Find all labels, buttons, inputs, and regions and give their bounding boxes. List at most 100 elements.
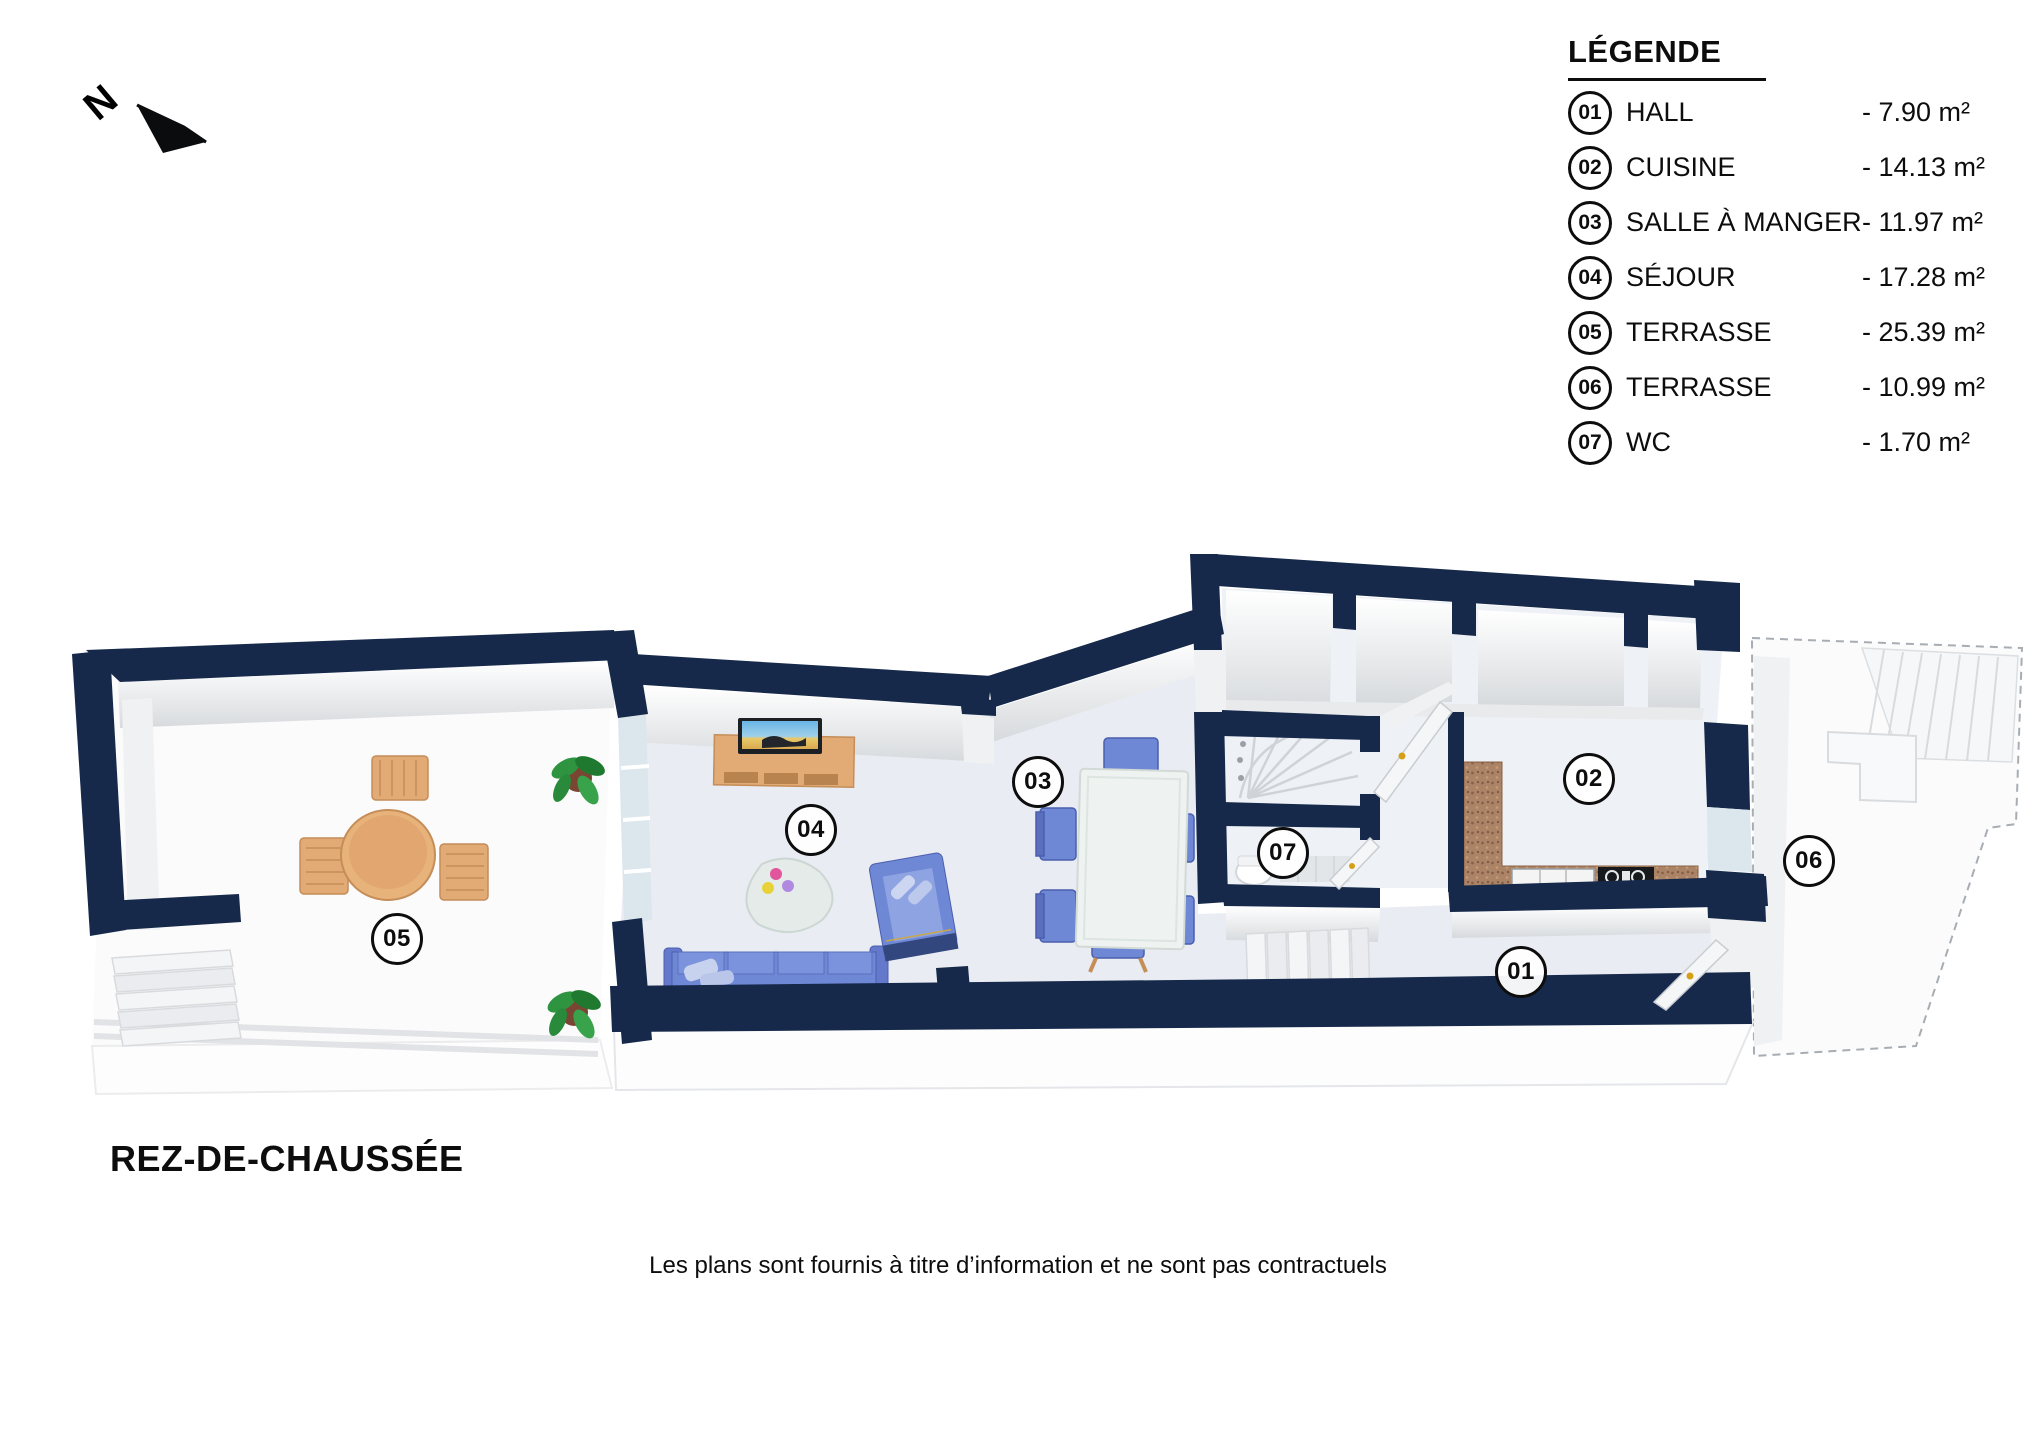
room-label-06: 06 — [1783, 835, 1835, 887]
sofa-pillow-2 — [699, 970, 735, 988]
wall-wc-divider — [1222, 802, 1366, 828]
wall-topright-left — [1190, 554, 1222, 650]
diagonal-wall-face — [990, 636, 1222, 742]
legend-room-name: TERRASSE — [1626, 372, 1772, 402]
terrace-06-parapet — [1827, 730, 1917, 804]
legend-row-06: 06 TERRASSE - 10.99 m² — [1568, 360, 2028, 415]
legend-title: LÉGENDE — [1568, 34, 1722, 69]
north-arrow-dark-half — [137, 105, 206, 153]
wall-closet-stub-3 — [1624, 602, 1648, 648]
terrace-06-left-face — [1754, 656, 1790, 1046]
legend-room-name: SALLE À MANGER — [1626, 207, 1862, 237]
wall-sejour-top — [630, 654, 992, 708]
hall-door-handle — [1686, 972, 1694, 980]
kitchen-door-leaf — [1372, 700, 1454, 804]
wall-kitchen-left — [1448, 712, 1464, 892]
legend-number-badge: 01 — [1568, 90, 1612, 135]
wall-topright-top — [1213, 554, 1728, 620]
armchair — [869, 852, 959, 962]
legend-row-03: 03 SALLE À MANGER- 11.97 m² — [1568, 195, 2028, 250]
legend-number-badge: 04 — [1568, 255, 1612, 300]
legend-room-area: - 7.90 m² — [1862, 97, 1971, 127]
dining-chair-left-2 — [1035, 889, 1077, 943]
terrace-chair-top — [371, 755, 429, 801]
terrace-left-wall-face — [122, 698, 160, 930]
room-label-02: 02 — [1563, 753, 1615, 805]
hall-top-face-right — [1452, 906, 1768, 938]
floor-title: REZ-DE-CHAUSSÉE — [110, 1138, 464, 1179]
wc-door-handle — [1349, 863, 1355, 869]
dining-table — [1074, 767, 1190, 951]
tv-screen — [738, 718, 822, 754]
wall-right-stub-c — [1706, 870, 1766, 922]
terrace-chair-right — [439, 843, 489, 901]
junction-pillar-face — [962, 716, 994, 764]
wall-diagonal — [988, 602, 1224, 708]
wall-closet-stub-1 — [1333, 584, 1356, 630]
wall-kitchen-bottom — [1448, 876, 1768, 912]
wall-wc-right-upper — [1360, 716, 1380, 752]
legend-row-04: 04 SÉJOUR - 17.28 m² — [1568, 250, 2028, 305]
coffee-table — [745, 857, 834, 934]
partition-above-stairs — [1194, 648, 1226, 712]
legend-room-area: - 14.13 m² — [1862, 152, 1986, 182]
wall-wc-right-mid — [1360, 794, 1380, 840]
wall-right-stub-a — [1694, 580, 1740, 652]
terrace-chair-left — [299, 837, 349, 895]
plant-bottom — [547, 990, 601, 1039]
closet-face-1 — [1226, 590, 1332, 712]
legend-room-area: - 1.70 m² — [1862, 427, 1971, 457]
legend-number-badge: 07 — [1568, 420, 1612, 465]
kitchen-door-handle — [1398, 752, 1406, 760]
plant-top — [551, 756, 605, 805]
room-label-05: 05 — [371, 913, 423, 965]
hall-right-wall-face — [1710, 918, 1764, 988]
flower-yellow — [762, 882, 774, 894]
legend-room-name: CUISINE — [1626, 152, 1736, 182]
wall-center-vertical — [1194, 712, 1228, 904]
dining-set — [1035, 737, 1195, 973]
wall-terrace-top — [86, 630, 620, 682]
kitchen-top-band — [1226, 700, 1704, 720]
room-label-07: 07 — [1257, 827, 1309, 879]
window-mullions — [620, 764, 652, 874]
north-arrow-icon: N — [76, 77, 207, 153]
closet-face-2 — [1356, 598, 1452, 704]
terrace-05-apron — [90, 1038, 614, 1096]
legend-row-02: 02 CUISINE - 14.13 m² — [1568, 140, 2028, 195]
sofa-pillow-1 — [683, 958, 719, 982]
flower-pink — [770, 868, 782, 880]
terrace-table-set — [299, 755, 489, 901]
room-label-03: 03 — [1012, 756, 1064, 808]
legend-number-badge: 06 — [1568, 365, 1612, 410]
wall-terrace-stub — [88, 894, 241, 932]
furniture — [299, 718, 1699, 1039]
wall-wc-box-top — [1222, 710, 1368, 740]
disclaimer-text: Les plans sont fournis à titre d’informa… — [649, 1252, 1387, 1279]
corridor-angled-wall — [1380, 682, 1460, 728]
legend-room-name: SÉJOUR — [1626, 262, 1736, 292]
legend-number-badge: 03 — [1568, 200, 1612, 245]
interior-wall-faces — [118, 590, 1790, 1046]
terrace-top-wall-face — [118, 662, 616, 728]
wall-closet-stub-2 — [1452, 592, 1476, 636]
closet-face-4 — [1648, 620, 1702, 708]
legend-room-area: - 17.28 m² — [1862, 262, 1986, 292]
north-arrow-light-half — [136, 103, 207, 144]
legend-room-area: - 25.39 m² — [1862, 317, 1986, 347]
wall-wc-bottom — [1222, 884, 1380, 908]
legend-number-badge: 05 — [1568, 310, 1612, 355]
room-label-01: 01 — [1495, 946, 1547, 998]
doors — [1328, 700, 1730, 1011]
flower-purple — [782, 880, 794, 892]
closet-face-3 — [1478, 610, 1624, 706]
walls — [72, 554, 1768, 1044]
legend-room-area: - 10.99 m² — [1862, 372, 1986, 402]
legend-room-area: - 11.97 m² — [1862, 207, 1984, 237]
legend-number-badge: 02 — [1568, 145, 1612, 190]
